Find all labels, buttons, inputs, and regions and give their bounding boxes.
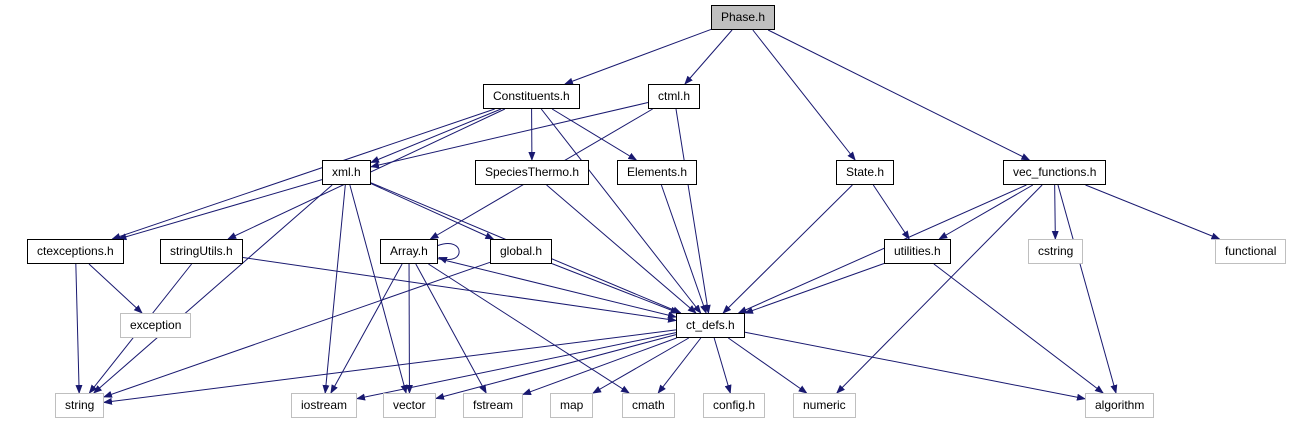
include-edge-ct-defs-h-to-fstream — [522, 337, 677, 395]
include-edge-stringutils-h-to-ct-defs-h — [242, 257, 677, 323]
include-edge-state-h-to-utilities-h — [872, 184, 910, 240]
include-edge-vec-functions-h-to-ct-defs-h — [737, 184, 1027, 314]
include-edge-ct-defs-h-to-algorithm — [744, 331, 1086, 401]
include-edge-constituents-h-to-elements-h — [551, 108, 638, 161]
include-edge-ctml-h-to-ct-defs-h — [675, 108, 711, 314]
include-edge-phase-h-to-ctml-h — [684, 29, 733, 85]
graph-node-numeric: numeric — [793, 393, 856, 418]
include-edge-utilities-h-to-ct-defs-h — [744, 263, 885, 314]
include-edge-utilities-h-to-algorithm — [933, 263, 1104, 394]
graph-node-functional: functional — [1215, 239, 1287, 264]
include-edge-ct-defs-h-to-iostream — [356, 332, 677, 401]
include-edge-ct-defs-h-to-vector — [435, 334, 677, 400]
graph-node-ct-defs-h[interactable]: ct_defs.h — [676, 313, 745, 338]
graph-node-state-h[interactable]: State.h — [836, 160, 895, 185]
include-edge-phase-h-to-state-h — [752, 29, 856, 161]
include-edge-array-h-to-fstream — [415, 263, 487, 394]
graph-node-global-h[interactable]: global.h — [490, 239, 553, 264]
include-edge-xml-h-to-iostream — [322, 184, 346, 394]
include-edge-ctml-h-to-xml-h — [370, 102, 649, 169]
include-edge-array-h-to-ct-defs-h — [437, 258, 677, 319]
graph-node-exception: exception — [120, 313, 192, 338]
include-edge-global-h-to-ct-defs-h — [551, 263, 680, 314]
include-edge-ct-defs-h-to-config-h — [713, 337, 732, 394]
include-edge-vec-functions-h-to-functional — [1085, 184, 1221, 240]
include-edge-array-h-to-array-h — [437, 243, 460, 264]
include-edge-ct-defs-h-to-numeric — [728, 337, 808, 394]
graph-node-constituents-h[interactable]: Constituents.h — [483, 84, 580, 109]
graph-node-stringutils-h[interactable]: stringUtils.h — [160, 239, 243, 264]
include-edge-xml-h-to-vector — [349, 184, 408, 394]
include-edge-xml-h-to-ctexceptions-h — [117, 179, 323, 241]
graph-node-iostream: iostream — [291, 393, 358, 418]
include-edge-state-h-to-ct-defs-h — [722, 184, 853, 314]
graph-node-ctml-h[interactable]: ctml.h — [648, 84, 701, 109]
include-edge-vec-functions-h-to-algorithm — [1057, 184, 1118, 394]
graph-node-string: string — [55, 393, 105, 418]
include-edge-phase-h-to-constituents-h — [564, 28, 712, 85]
include-edge-array-h-to-iostream — [330, 263, 403, 394]
graph-node-speciesthermo-h[interactable]: SpeciesThermo.h — [475, 160, 590, 185]
graph-node-algorithm: algorithm — [1085, 393, 1155, 418]
include-edge-ct-defs-h-to-map — [592, 337, 690, 394]
include-edge-constituents-h-to-xml-h — [370, 108, 502, 163]
include-edge-vec-functions-h-to-utilities-h — [938, 184, 1034, 240]
graph-node-config-h: config.h — [703, 393, 766, 418]
graph-node-vector: vector — [383, 393, 436, 418]
graph-node-utilities-h[interactable]: utilities.h — [884, 239, 951, 264]
include-edge-phase-h-to-vec-functions-h — [767, 29, 1031, 161]
graph-node-xml-h[interactable]: xml.h — [322, 160, 371, 185]
include-edge-xml-h-to-string — [93, 184, 333, 394]
graph-node-fstream: fstream — [463, 393, 524, 418]
include-edge-elements-h-to-ct-defs-h — [660, 184, 707, 314]
include-edge-global-h-to-string — [103, 261, 491, 398]
include-edge-constituents-h-to-ctexceptions-h — [111, 108, 495, 240]
include-edge-vec-functions-h-to-numeric — [836, 184, 1043, 394]
graph-node-phase-h: Phase.h — [711, 5, 776, 30]
include-edge-constituents-h-to-ct-defs-h — [540, 108, 702, 314]
include-edge-ctexceptions-h-to-exception — [88, 263, 143, 314]
include-edge-xml-h-to-global-h — [370, 183, 495, 240]
include-edge-ct-defs-h-to-cmath — [657, 337, 702, 394]
graph-node-elements-h[interactable]: Elements.h — [617, 160, 698, 185]
graph-node-vec-functions-h[interactable]: vec_functions.h — [1003, 160, 1107, 185]
graph-node-array-h[interactable]: Array.h — [380, 239, 438, 264]
graph-node-map: map — [550, 393, 594, 418]
graph-node-cmath: cmath — [622, 393, 675, 418]
graph-node-ctexceptions-h[interactable]: ctexceptions.h — [27, 239, 124, 264]
include-edge-array-h-to-cmath — [428, 263, 630, 394]
include-edge-vec-functions-h-to-cstring — [1051, 184, 1059, 240]
graph-node-cstring: cstring — [1028, 239, 1084, 264]
include-edge-speciesthermo-h-to-ct-defs-h — [546, 184, 697, 314]
include-edge-ct-defs-h-to-string — [103, 329, 677, 405]
include-edge-ctexceptions-h-to-string — [75, 263, 83, 394]
